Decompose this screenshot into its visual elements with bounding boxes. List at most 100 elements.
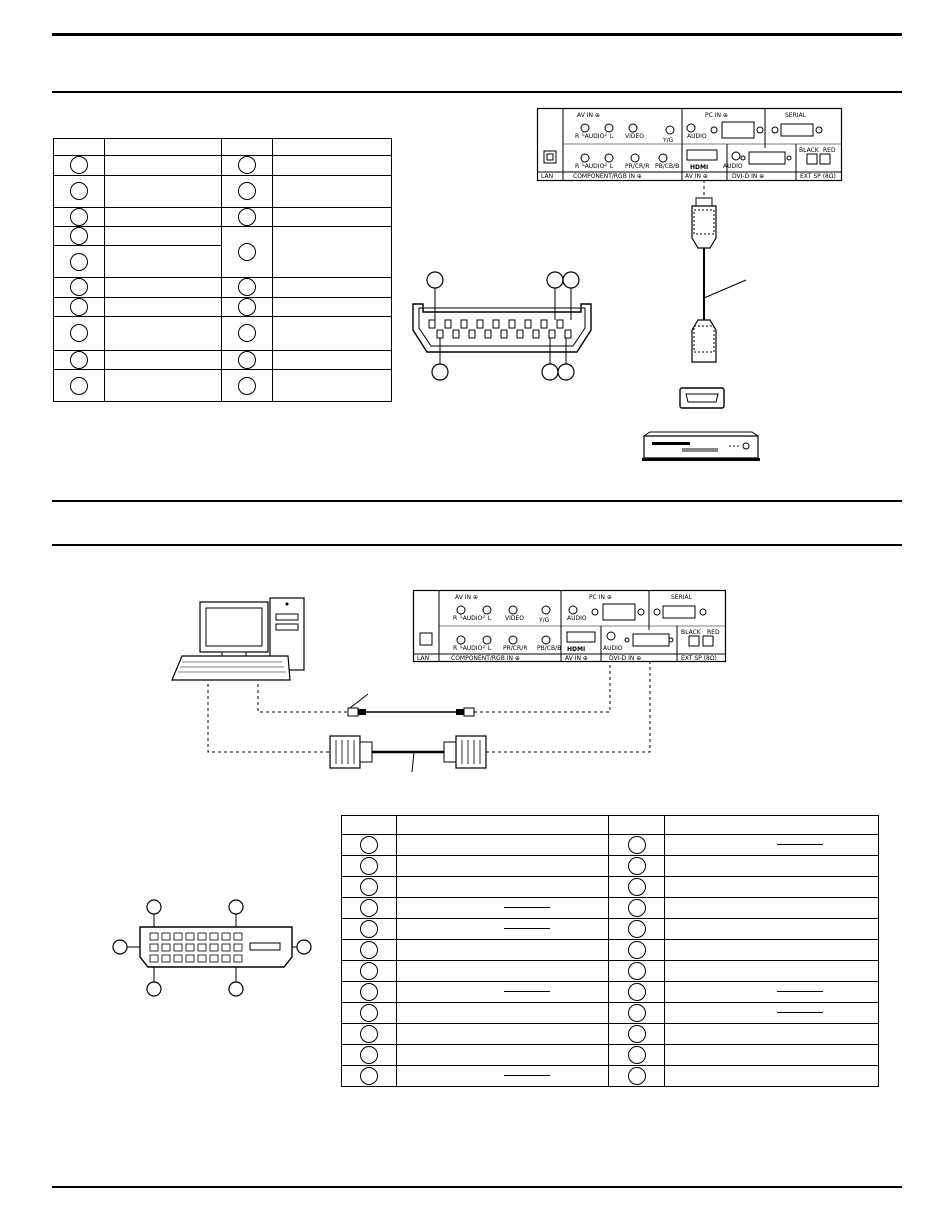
panel-label: PR/CR/R [625, 163, 649, 170]
pin-marker [359, 940, 378, 959]
panel-label: R └AUDIO┘ L [575, 162, 614, 170]
pin-marker [238, 182, 257, 201]
pin-marker [359, 877, 378, 896]
mini-jack-icon [347, 707, 366, 717]
panel-label: R └AUDIO┘ L [453, 614, 492, 622]
pin-marker [238, 208, 257, 226]
panel-label: AV IN ⊕ [685, 173, 708, 180]
section-rule-hdmi [52, 91, 902, 93]
pin-marker [627, 1003, 646, 1022]
pin-marker [359, 856, 378, 875]
panel-label: COMPONENT/RGB IN ⊕ [451, 655, 520, 662]
pin-marker [627, 982, 646, 1001]
pin-marker [69, 324, 88, 343]
panel-label: HDMI [567, 646, 585, 653]
hdmi-port-icon [679, 387, 725, 409]
pin-marker [627, 1045, 646, 1064]
pin-marker [627, 919, 646, 938]
hdmi-pin-table [53, 138, 392, 403]
pin-marker [627, 961, 646, 980]
panel-label: DVI-D IN ⊕ [732, 173, 764, 180]
panel-label: PC IN ⊕ [705, 112, 728, 119]
panel-label: DVI-D IN ⊕ [609, 655, 641, 662]
pin-marker [238, 297, 257, 316]
pin-marker [238, 243, 257, 262]
pin-marker [238, 350, 257, 369]
panel-label: AUDIO [687, 133, 707, 140]
panel-label: LAN [417, 655, 429, 662]
dvi-pin-table [341, 815, 879, 1087]
hdmi-connector-diagram [412, 271, 592, 381]
pin-marker [359, 919, 378, 938]
panel-label: VIDEO [625, 133, 644, 140]
panel-label: RED [707, 629, 720, 636]
pin-marker [238, 376, 257, 395]
panel-label: HDMI [690, 164, 708, 171]
panel-label: PR/CR/R [503, 645, 527, 652]
panel-label: AUDIO [567, 615, 587, 622]
pin-marker [359, 898, 378, 917]
pin-marker [359, 1024, 378, 1043]
computer-icon [171, 597, 305, 681]
pin-marker [627, 940, 646, 959]
pin-marker [627, 1066, 646, 1085]
pin-marker [627, 1024, 646, 1043]
panel-label: R └AUDIO┘ L [453, 644, 492, 652]
pin-marker [627, 877, 646, 896]
pin-marker [69, 156, 88, 175]
pin-marker [627, 856, 646, 875]
hdmi-cable-assembly [679, 180, 747, 409]
pin-marker [359, 961, 378, 980]
panel-label: R └AUDIO┘ L [575, 132, 614, 140]
panel-label: SERIAL [671, 594, 693, 601]
panel-label: RED [823, 147, 836, 154]
pin-marker [69, 227, 88, 246]
panel-label: LAN [541, 173, 553, 180]
pin-marker [238, 156, 257, 175]
pin-marker [69, 350, 88, 369]
panel-label: AV IN ⊕ [455, 594, 478, 601]
panel-label: PB/CB/B [537, 645, 561, 652]
dvi-connector-diagram [112, 899, 312, 997]
panel-label: SERIAL [785, 112, 807, 119]
dvi-audio-cables [207, 662, 651, 773]
pin-marker [359, 1045, 378, 1064]
pin-marker [69, 297, 88, 316]
pin-marker [238, 324, 257, 343]
dvd-player-icon [642, 431, 760, 461]
pin-marker [627, 835, 646, 854]
pin-marker [69, 278, 88, 297]
panel-label: COMPONENT/RGB IN ⊕ [573, 173, 642, 180]
hdmi-plug-icon [691, 319, 717, 363]
pin-marker [69, 208, 88, 226]
hdmi-plug-icon [691, 197, 717, 249]
panel-label: VIDEO [505, 615, 524, 622]
pin-marker [359, 835, 378, 854]
top-rule [52, 33, 902, 36]
pin-marker [69, 182, 88, 201]
panel-label: PC IN ⊕ [589, 594, 612, 601]
panel-label: EXT SP (8Ω) [681, 655, 717, 662]
panel-label: AUDIO [723, 163, 743, 170]
pin-marker [69, 376, 88, 395]
panel-label: BLACK [681, 629, 702, 636]
pin-marker [69, 252, 88, 271]
panel-label: BLACK [799, 147, 820, 154]
panel-label: EXT SP (8Ω) [800, 173, 836, 180]
section-rule-dvi-2 [52, 544, 902, 546]
terminal-panel-top: AV IN ⊕ PC IN ⊕ SERIAL LAN COMPONENT/RGB… [536, 107, 843, 182]
dvi-plug-icon [329, 735, 373, 769]
panel-label: AV IN ⊕ [565, 655, 588, 662]
pin-marker [627, 898, 646, 917]
panel-label: AV IN ⊕ [577, 112, 600, 119]
pin-marker [359, 982, 378, 1001]
bottom-rule [52, 1186, 902, 1188]
dvi-plug-icon [443, 735, 487, 769]
panel-label: Y/G [662, 137, 674, 144]
panel-label: AUDIO [603, 645, 623, 652]
pin-marker [359, 1003, 378, 1022]
section-rule-dvi [52, 500, 902, 502]
terminal-panel-bottom: AV IN ⊕ PC IN ⊕ SERIAL LAN COMPONENT/RGB… [412, 589, 727, 663]
mini-jack-icon [456, 707, 475, 717]
pin-marker [238, 278, 257, 297]
